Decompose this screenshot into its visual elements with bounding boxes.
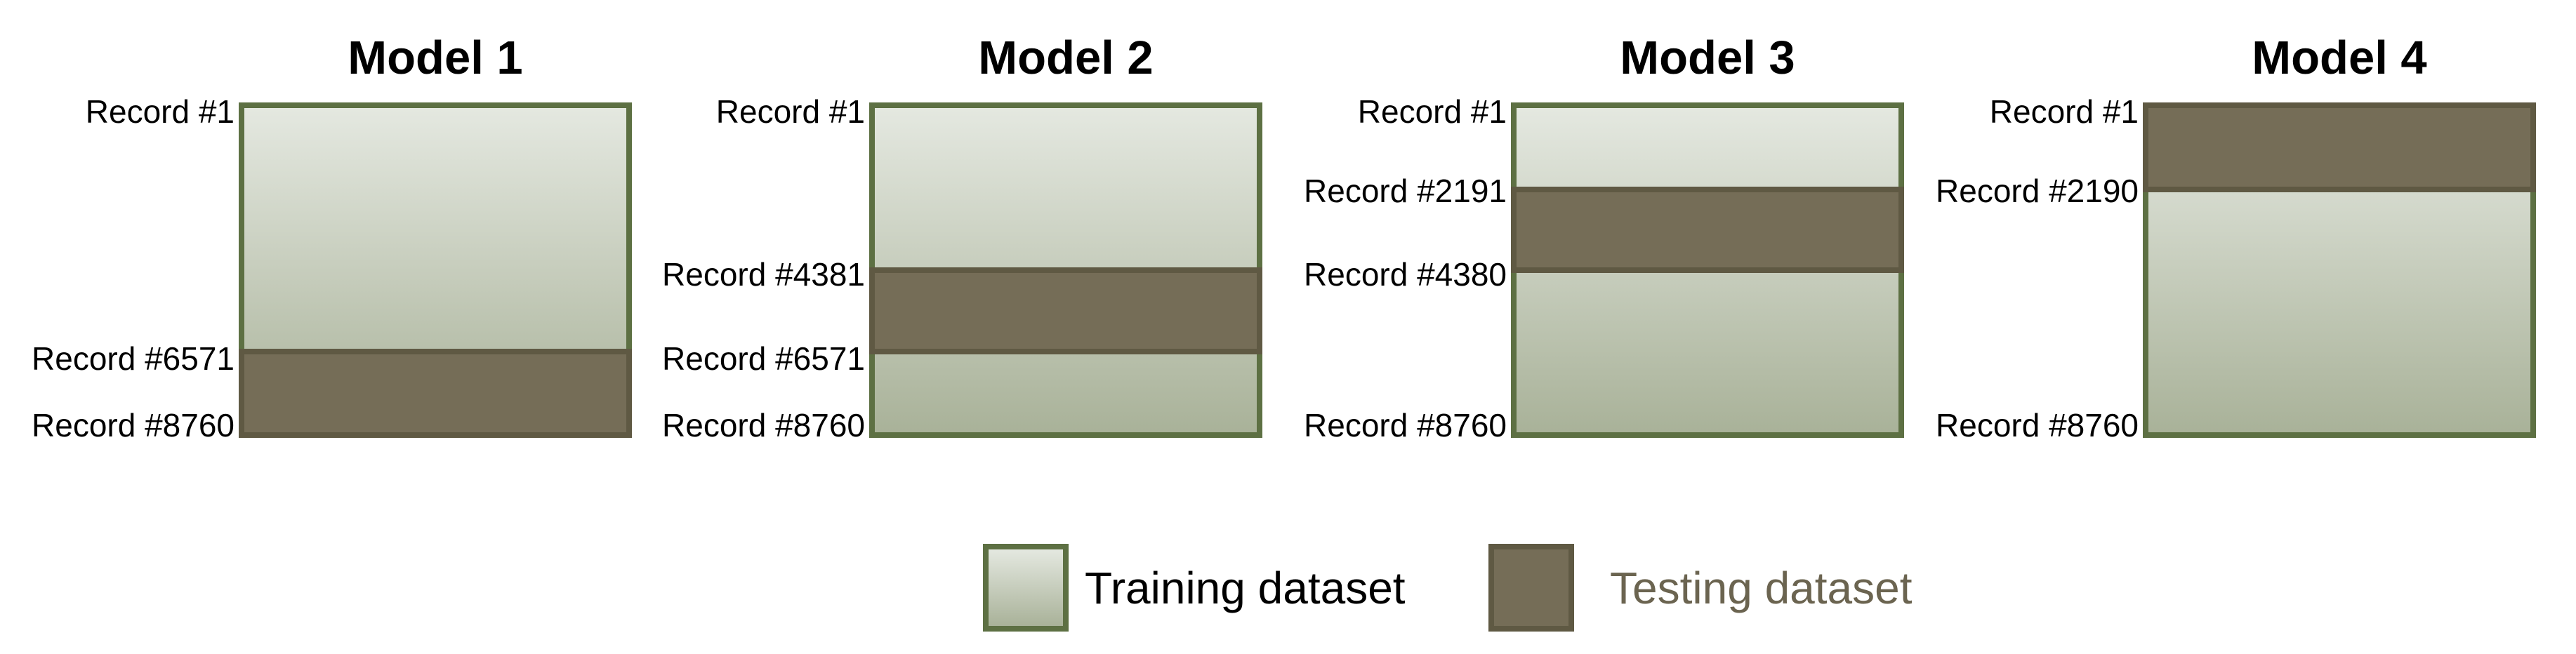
record-label: Record #1 bbox=[1989, 93, 2139, 130]
legend-training-swatch bbox=[983, 544, 1069, 632]
record-label: Record #4381 bbox=[662, 256, 865, 293]
testing-segment bbox=[2143, 102, 2536, 192]
record-label: Record #8760 bbox=[1304, 407, 1507, 443]
dataset-box bbox=[869, 102, 1262, 438]
testing-segment bbox=[1511, 186, 1904, 273]
record-label: Record #8760 bbox=[1936, 407, 2139, 443]
record-label: Record #8760 bbox=[662, 407, 865, 443]
record-label: Record #1 bbox=[1357, 93, 1507, 130]
testing-segment bbox=[239, 348, 632, 438]
record-label: Record #2191 bbox=[1304, 172, 1507, 209]
record-label: Record #8760 bbox=[32, 407, 235, 443]
record-label: Record #1 bbox=[85, 93, 235, 130]
legend-training-label: Training dataset bbox=[1085, 563, 1406, 613]
record-label: Record #6571 bbox=[662, 340, 865, 377]
model-title: Model 2 bbox=[978, 32, 1154, 84]
model-title: Model 3 bbox=[1620, 32, 1795, 84]
legend-testing-label: Testing dataset bbox=[1610, 563, 1913, 613]
model-title: Model 1 bbox=[348, 32, 523, 84]
dataset-box bbox=[2143, 102, 2536, 438]
record-label: Record #6571 bbox=[32, 340, 235, 377]
legend-testing-swatch bbox=[1488, 544, 1574, 632]
model-title: Model 4 bbox=[2252, 32, 2427, 84]
record-label: Record #2190 bbox=[1936, 172, 2139, 209]
record-label: Record #4380 bbox=[1304, 256, 1507, 293]
dataset-box bbox=[1511, 102, 1904, 438]
testing-segment bbox=[869, 267, 1262, 354]
record-label: Record #1 bbox=[715, 93, 865, 130]
dataset-box bbox=[239, 102, 632, 438]
